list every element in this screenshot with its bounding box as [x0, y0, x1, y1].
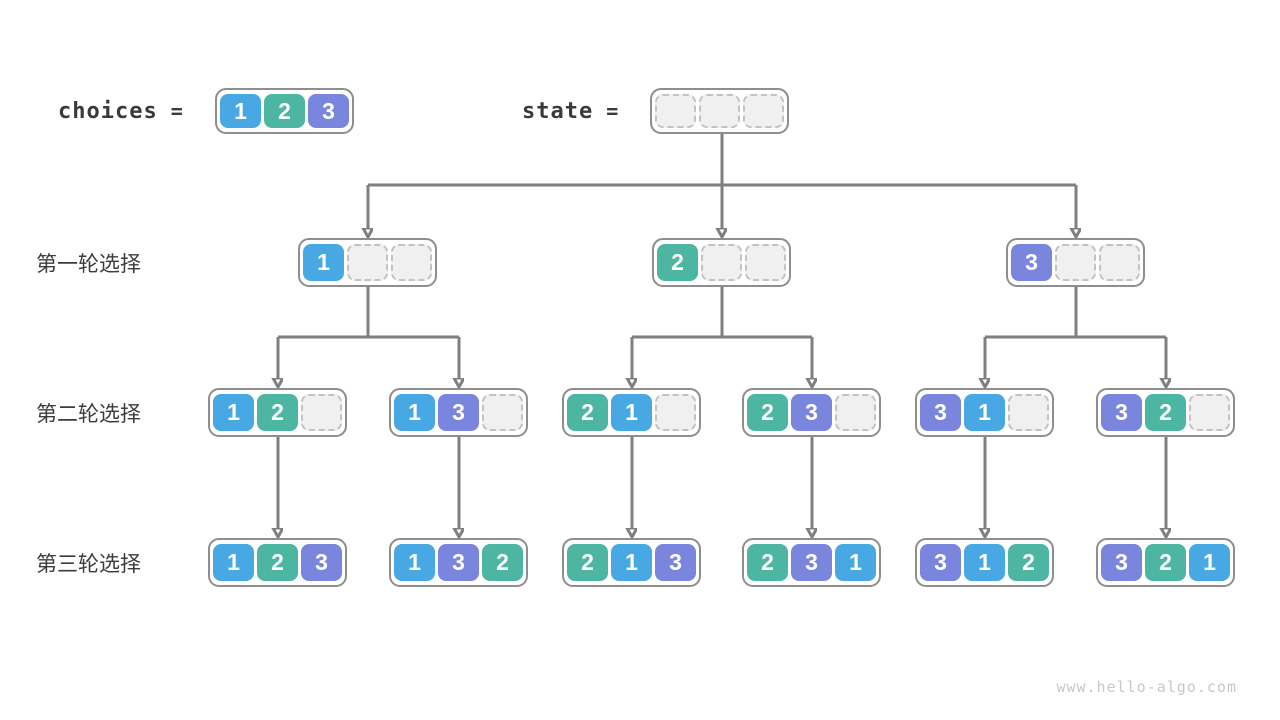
- state-node-r2-6: 3 2: [1096, 388, 1235, 437]
- state-cell: [1189, 394, 1230, 431]
- state-node-r1-2: 2: [652, 238, 791, 287]
- state-cell: 3: [438, 394, 479, 431]
- state-cell: 1: [611, 394, 652, 431]
- choices-cell: 2: [264, 94, 305, 128]
- state-cell: 3: [655, 544, 696, 581]
- round-1-label: 第一轮选择: [36, 253, 141, 276]
- choices-equals-sign: =: [170, 99, 183, 123]
- state-cell: [701, 244, 742, 281]
- state-cell: 2: [257, 394, 298, 431]
- state-cell: 3: [920, 544, 961, 581]
- choices-array-box: 1 2 3: [215, 88, 354, 134]
- state-node-r3-5: 3 1 2: [915, 538, 1054, 587]
- state-cell: 2: [1145, 394, 1186, 431]
- state-node-r2-3: 2 1: [562, 388, 701, 437]
- state-cell: 2: [567, 544, 608, 581]
- state-cell: 2: [257, 544, 298, 581]
- choices-label: choices: [58, 98, 158, 124]
- state-cell: 2: [482, 544, 523, 581]
- state-cell: 3: [920, 394, 961, 431]
- state-cell: 1: [964, 394, 1005, 431]
- state-cell: 3: [301, 544, 342, 581]
- state-node-r2-5: 3 1: [915, 388, 1054, 437]
- state-cell: 2: [657, 244, 698, 281]
- state-cell: 1: [835, 544, 876, 581]
- state-cell: 1: [1189, 544, 1230, 581]
- round-2-label: 第二轮选择: [36, 403, 141, 426]
- state-cell: [1008, 394, 1049, 431]
- state-cell: 2: [747, 394, 788, 431]
- state-label: state: [522, 98, 594, 124]
- state-cell: 3: [1101, 544, 1142, 581]
- state-node-r3-4: 2 3 1: [742, 538, 881, 587]
- state-cell: [482, 394, 523, 431]
- round-3-label: 第三轮选择: [36, 553, 141, 576]
- state-cell: 3: [1101, 394, 1142, 431]
- state-cell: 2: [1145, 544, 1186, 581]
- state-node-r2-4: 2 3: [742, 388, 881, 437]
- state-cell: [745, 244, 786, 281]
- state-cell: [835, 394, 876, 431]
- state-cell: 2: [1008, 544, 1049, 581]
- state-cell: 3: [438, 544, 479, 581]
- state-cell: [391, 244, 432, 281]
- state-node-r2-1: 1 2: [208, 388, 347, 437]
- state-cell: [1099, 244, 1140, 281]
- state-cell: 1: [213, 394, 254, 431]
- watermark: www.hello-algo.com: [1056, 678, 1237, 696]
- state-cell: [347, 244, 388, 281]
- state-cell: [1055, 244, 1096, 281]
- state-cell: 3: [1011, 244, 1052, 281]
- state-cell: [699, 94, 740, 128]
- state-node-r3-1: 1 2 3: [208, 538, 347, 587]
- state-cell: 1: [394, 394, 435, 431]
- choices-cell: 3: [308, 94, 349, 128]
- choices-cell: 1: [220, 94, 261, 128]
- state-cell: [655, 394, 696, 431]
- state-cell: [655, 94, 696, 128]
- state-node-r3-3: 2 1 3: [562, 538, 701, 587]
- state-cell: 1: [303, 244, 344, 281]
- state-cell: 2: [747, 544, 788, 581]
- state-cell: 2: [567, 394, 608, 431]
- choices-declaration: choices =: [58, 88, 183, 134]
- state-node-r1-1: 1: [298, 238, 437, 287]
- state-cell: 1: [964, 544, 1005, 581]
- state-declaration: state =: [522, 88, 618, 134]
- state-node-r3-6: 3 2 1: [1096, 538, 1235, 587]
- state-array-box: [650, 88, 789, 134]
- state-cell: 3: [791, 544, 832, 581]
- state-cell: 3: [791, 394, 832, 431]
- state-cell: [301, 394, 342, 431]
- state-cell: 1: [394, 544, 435, 581]
- state-node-r2-2: 1 3: [389, 388, 528, 437]
- state-cell: [743, 94, 784, 128]
- state-equals-sign: =: [606, 99, 619, 123]
- state-cell: 1: [213, 544, 254, 581]
- state-node-r1-3: 3: [1006, 238, 1145, 287]
- state-node-r3-2: 1 3 2: [389, 538, 528, 587]
- state-cell: 1: [611, 544, 652, 581]
